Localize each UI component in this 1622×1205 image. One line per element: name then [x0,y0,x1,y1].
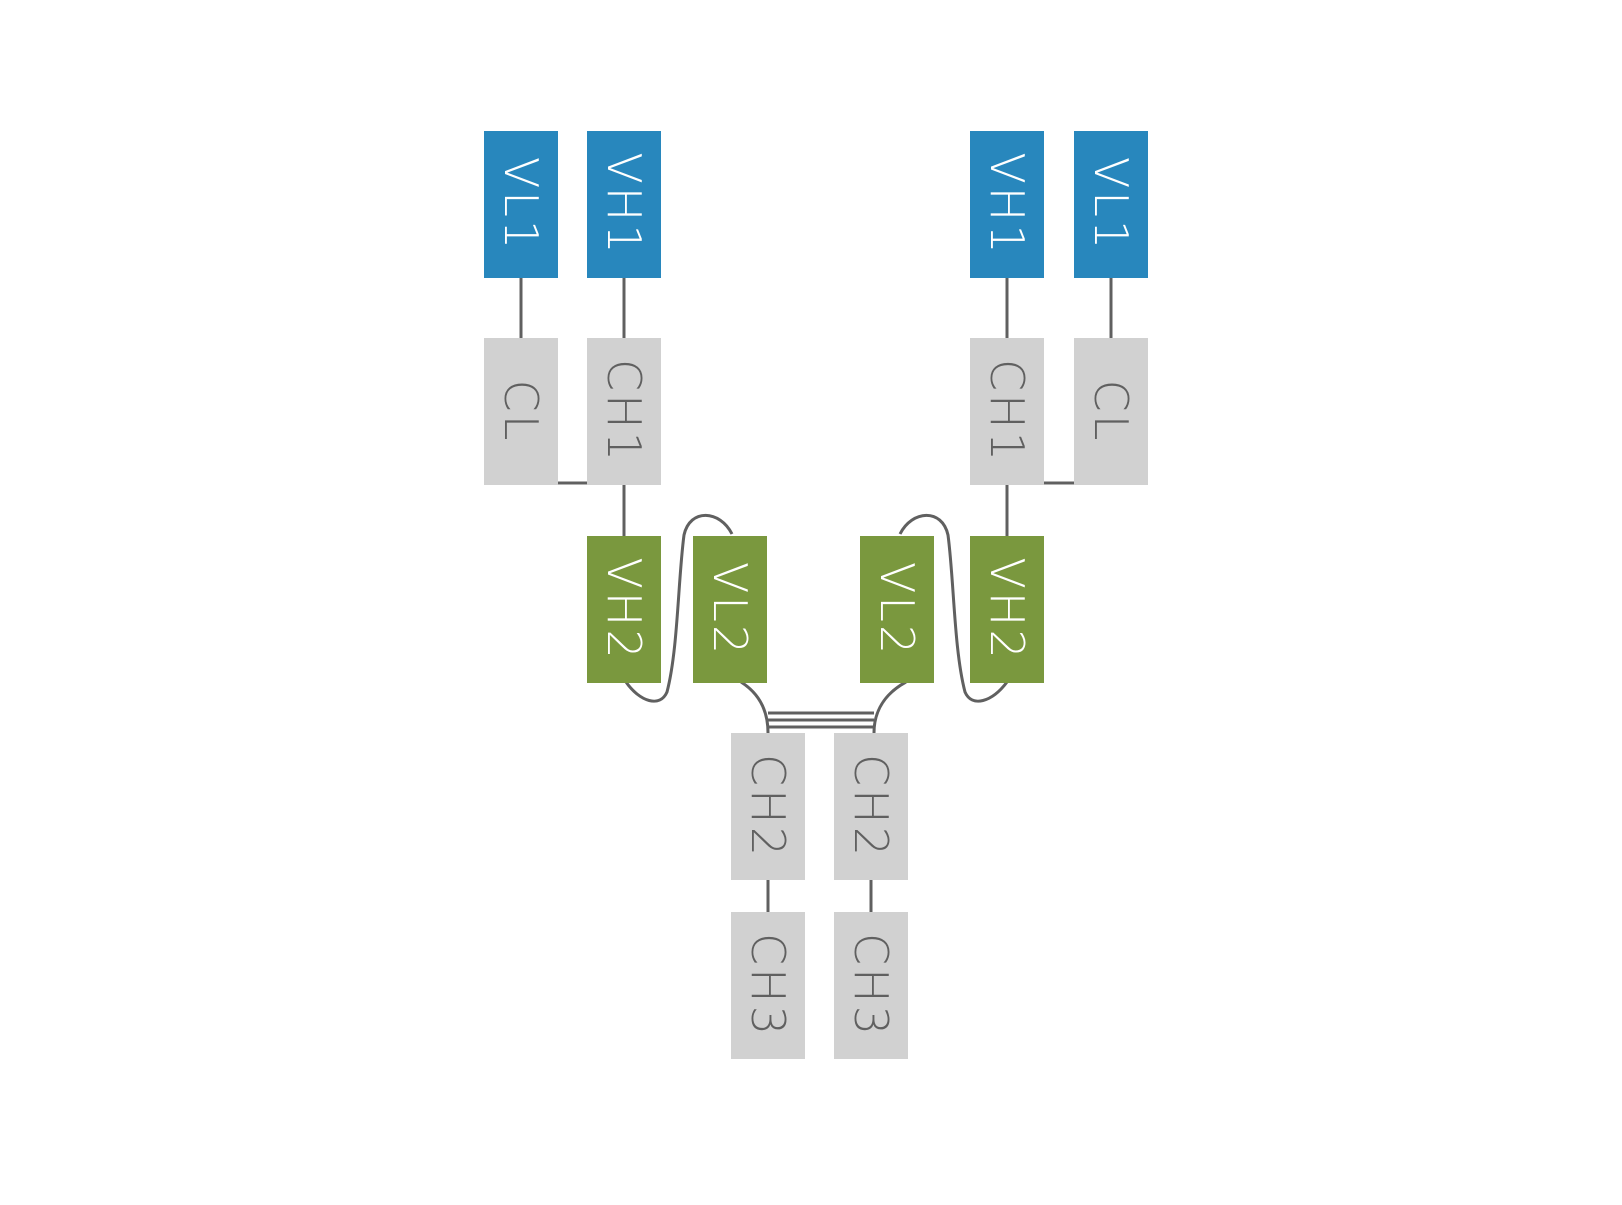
domain-box [834,912,908,1059]
domain-right-vl2: VL2 [860,536,934,683]
domain-box [484,338,558,485]
domain-box [970,338,1044,485]
domain-right-cl: CL [1074,338,1148,485]
domain-left-ch3: CH3 [731,912,805,1059]
domain-box [1074,131,1148,278]
domain-box [587,338,661,485]
domain-box [1074,338,1148,485]
connectors [519,278,1113,912]
domain-left-vh2: VH2 [587,536,661,683]
domain-label: VL2 [703,562,757,657]
domain-box [731,912,805,1059]
domain-label: CL [494,380,548,444]
domain-right-vh1: VH1 [970,131,1044,278]
domain-label: VL1 [494,157,548,252]
domain-box [970,131,1044,278]
domains: VL1 VH1 CL CH1 VH2 VL2 VL2 VH2 [484,131,1148,1059]
domain-left-vl1: VL1 [484,131,558,278]
domain-right-ch1: CH1 [970,338,1044,485]
domain-left-ch2: CH2 [731,733,805,880]
domain-label: CH2 [741,754,795,859]
domain-label: VH1 [980,152,1034,256]
domain-left-vl2: VL2 [693,536,767,683]
domain-right-vh2: VH2 [970,536,1044,683]
domain-label: VL2 [870,562,924,657]
domain-box [860,536,934,683]
domain-label: VH1 [597,152,651,256]
domain-label: CH1 [980,359,1034,464]
connector-right-vl2-hinge [872,680,907,734]
domain-box [587,536,661,683]
domain-label: CH1 [597,359,651,464]
connector-left-scfv-linker [624,513,734,703]
domain-box [693,536,767,683]
domain-box [587,131,661,278]
domain-label: CH2 [844,754,898,859]
domain-left-cl: CL [484,338,558,485]
connector-right-scfv-linker [898,513,1009,703]
domain-label: CH3 [844,933,898,1038]
domain-label: CH3 [741,933,795,1038]
domain-left-ch1: CH1 [587,338,661,485]
domain-right-ch3: CH3 [834,912,908,1059]
domain-left-vh1: VH1 [587,131,661,278]
domain-label: VH2 [597,557,651,661]
domain-box [834,733,908,880]
domain-right-vl1: VL1 [1074,131,1148,278]
domain-right-ch2: CH2 [834,733,908,880]
domain-label: VL1 [1084,157,1138,252]
domain-label: CL [1084,380,1138,444]
domain-box [484,131,558,278]
domain-label: VH2 [980,557,1034,661]
domain-box [970,536,1044,683]
domain-box [731,733,805,880]
connector-left-vl2-hinge [740,680,770,734]
